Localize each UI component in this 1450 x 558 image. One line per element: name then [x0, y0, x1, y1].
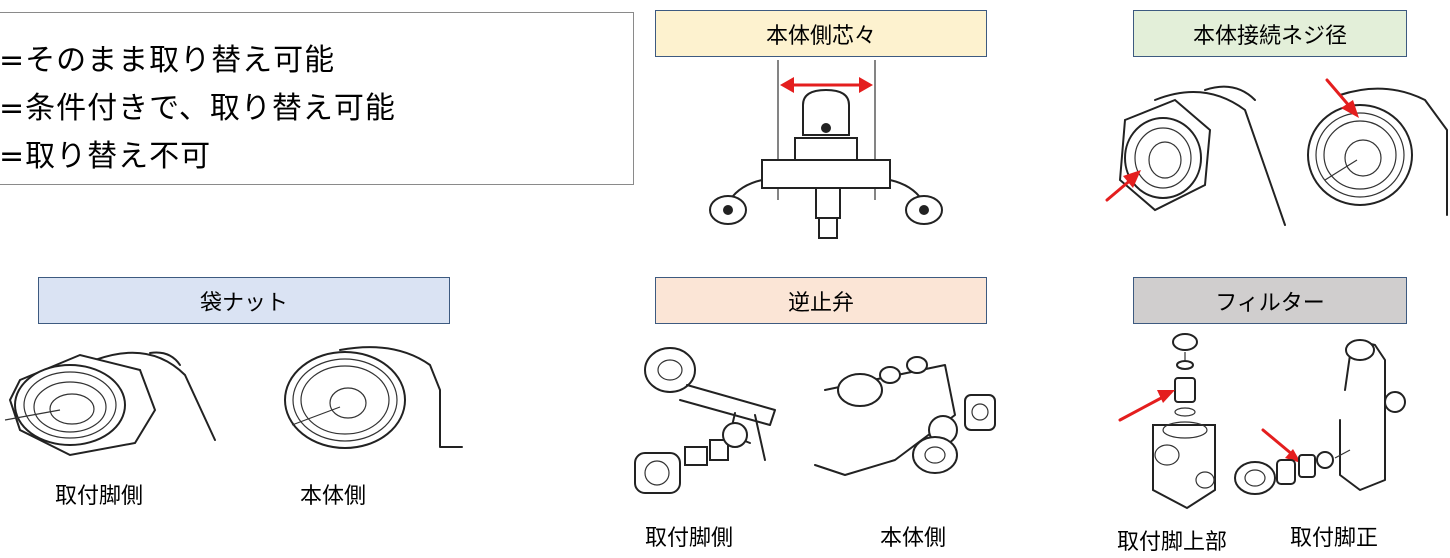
caption-check-valve-leg-side: 取付脚側 — [645, 526, 734, 551]
cap-nut-illustration — [4, 346, 463, 457]
title-check-valve: 逆止弁 — [655, 277, 987, 324]
caption-check-valve-body-side: 本体側 — [880, 526, 947, 551]
filter-illustration — [1118, 333, 1406, 510]
caption-cap-nut-leg-side: 取付脚側 — [55, 484, 144, 509]
thread-diameter-illustration — [1105, 78, 1448, 226]
title-filter: フィルター — [1133, 277, 1407, 324]
legend-line-conditional: =条件付きで、取り替え可能 — [0, 91, 396, 126]
check-valve-illustration — [634, 347, 996, 494]
caption-cap-nut-body-side: 本体側 — [300, 484, 367, 509]
title-center-distance: 本体側芯々 — [655, 10, 987, 57]
legend-box: =そのまま取り替え可能 =条件付きで、取り替え可能 =取り替え不可 — [0, 12, 634, 185]
title-cap-nut: 袋ナット — [38, 277, 450, 324]
center-distance-illustration — [709, 60, 943, 239]
legend-line-not-replaceable: =取り替え不可 — [0, 139, 212, 174]
legend-line-replaceable: =そのまま取り替え可能 — [0, 43, 336, 78]
title-thread-diameter: 本体接続ネジ径 — [1133, 10, 1407, 57]
caption-filter-leg-front: 取付脚正 — [1290, 526, 1379, 551]
caption-filter-leg-top: 取付脚上部 — [1117, 530, 1228, 555]
